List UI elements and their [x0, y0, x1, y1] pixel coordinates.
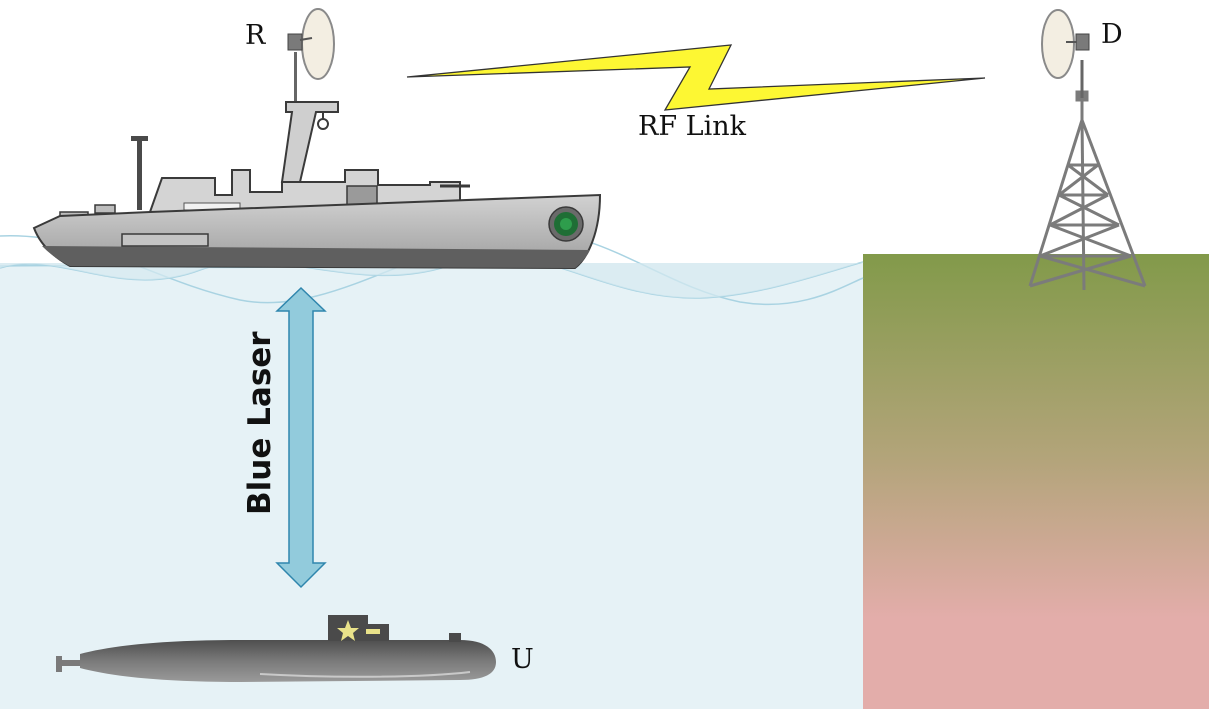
underwater-label: U — [511, 644, 534, 675]
destination-tower-icon — [1028, 90, 1147, 291]
relay-dish-icon — [287, 8, 335, 80]
destination-dish-icon — [1041, 9, 1090, 98]
land-block — [863, 254, 1209, 709]
submarine-icon — [56, 615, 496, 682]
blue-laser-label: Blue Laser — [242, 331, 278, 515]
ship-icon — [32, 52, 602, 270]
relay-label: R — [245, 20, 266, 51]
rf-link-bolt — [406, 44, 986, 111]
destination-label: D — [1101, 19, 1123, 50]
rf-link-label: RF Link — [638, 111, 747, 142]
water-body — [0, 263, 863, 709]
blue-laser-arrow — [275, 286, 327, 589]
wave-fill — [0, 256, 863, 299]
